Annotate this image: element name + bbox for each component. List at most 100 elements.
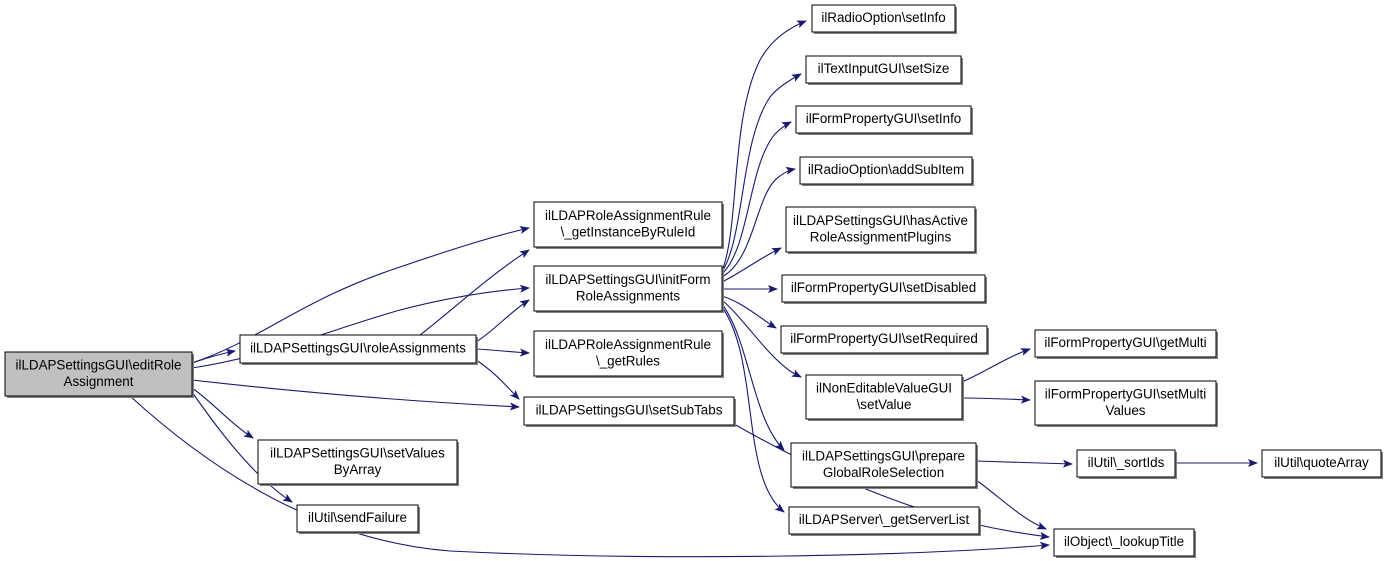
node-box[interactable] — [239, 334, 477, 364]
node-label: ilLDAPSettingsGUI\initForm — [545, 272, 710, 287]
node-sendFailure[interactable]: ilUtil\sendFailure — [296, 504, 420, 534]
node-box[interactable] — [533, 201, 723, 248]
call-edge-prepareGlobalRoleSelection-to-sortIds — [975, 459, 1073, 468]
node-box[interactable] — [799, 156, 973, 185]
edges-layer — [129, 20, 1258, 558]
node-initFormRoleAssignments[interactable]: ilLDAPSettingsGUI\initFormRoleAssignment… — [533, 265, 724, 313]
node-box[interactable] — [1261, 449, 1382, 478]
node-label: ilUtil\sendFailure — [308, 510, 407, 525]
node-label: RoleAssignmentPlugins — [810, 229, 952, 244]
node-box[interactable] — [1076, 449, 1176, 478]
node-box[interactable] — [1034, 329, 1217, 358]
node-prepareGlobalRoleSelection[interactable]: ilLDAPSettingsGUI\prepareGlobalRoleSelec… — [790, 442, 978, 489]
node-setSubTabs[interactable]: ilLDAPSettingsGUI\setSubTabs — [523, 396, 736, 427]
node-getRules[interactable]: ilLDAPRoleAssignmentRule\_getRules — [533, 330, 724, 378]
call-edge-prepareGlobalRoleSelection-to-lookupTitle — [975, 479, 1047, 530]
call-edge-editRoleAssignment-to-setValuesByArray — [191, 387, 254, 439]
node-label: ByArray — [334, 462, 382, 477]
node-addSubItem[interactable]: ilRadioOption\addSubItem — [799, 156, 974, 186]
node-label: \setValue — [857, 397, 912, 412]
node-label: ilFormPropertyGUI\setDisabled — [791, 280, 976, 295]
node-label: RoleAssignments — [576, 288, 681, 303]
node-box[interactable] — [1034, 380, 1217, 426]
node-label: ilObject\_lookupTitle — [1064, 534, 1184, 549]
node-box[interactable] — [1053, 528, 1195, 557]
node-box[interactable] — [296, 504, 419, 533]
node-box[interactable] — [4, 351, 193, 397]
node-box[interactable] — [805, 55, 962, 84]
node-sortIds[interactable]: ilUtil\_sortIds — [1076, 449, 1177, 479]
call-edge-initFormRoleAssignments-to-nonEditableSetValue — [721, 299, 802, 378]
node-label: ilFormPropertyGUI\setMulti — [1045, 386, 1206, 401]
node-box[interactable] — [785, 206, 976, 253]
node-lookupTitle[interactable]: ilObject\_lookupTitle — [1053, 528, 1196, 558]
node-box[interactable] — [811, 4, 956, 33]
node-label: ilLDAPSettingsGUI\hasActive — [793, 213, 968, 228]
node-label: ilFormPropertyGUI\setInfo — [806, 111, 962, 126]
node-label: ilLDAPSettingsGUI\roleAssignments — [250, 341, 466, 356]
node-label: ilLDAPRoleAssignmentRule — [545, 208, 711, 223]
node-nonEditableSetValue[interactable]: ilNonEditableValueGUI \setValue — [805, 374, 964, 421]
node-box[interactable] — [805, 374, 963, 420]
call-edge-initFormRoleAssignments-to-prepareGlobalRoleSelection — [721, 303, 785, 451]
node-label: \_getInstanceByRuleId — [561, 224, 696, 239]
call-edge-initFormRoleAssignments-to-getServerList — [721, 306, 785, 513]
node-getServerList[interactable]: ilLDAPServer\_getServerList — [788, 506, 981, 536]
node-setRequired[interactable]: ilFormPropertyGUI\setRequired — [780, 325, 989, 355]
node-label: ilLDAPSettingsGUI\setSubTabs — [536, 403, 723, 418]
node-box[interactable] — [780, 325, 988, 354]
node-label: ilFormPropertyGUI\setRequired — [790, 331, 978, 346]
node-box[interactable] — [533, 265, 723, 312]
node-label: Assignment — [64, 374, 134, 389]
call-edge-roleAssignments-to-initFormRoleAssignments — [475, 299, 530, 343]
call-edge-roleAssignments-to-getRules — [475, 348, 530, 357]
node-box[interactable] — [795, 105, 972, 134]
node-hasActiveRoleAssignmentPlugins[interactable]: ilLDAPSettingsGUI\hasActiveRoleAssignmen… — [785, 206, 977, 254]
call-edge-initFormRoleAssignments-to-radioSetInfo — [721, 20, 807, 272]
node-box[interactable] — [781, 274, 986, 303]
node-box[interactable] — [523, 396, 735, 426]
call-edge-roleAssignments-to-setSubTabs — [475, 359, 520, 400]
call-edge-nonEditableSetValue-to-getMulti — [961, 348, 1031, 383]
node-getMulti[interactable]: ilFormPropertyGUI\getMulti — [1034, 329, 1218, 359]
node-roleAssignments[interactable]: ilLDAPSettingsGUI\roleAssignments — [239, 334, 478, 365]
call-edge-nonEditableSetValue-to-setMultiValues — [961, 395, 1031, 404]
node-label: ilUtil\quoteArray — [1274, 455, 1369, 470]
call-edge-initFormRoleAssignments-to-formSetInfo — [721, 121, 792, 275]
node-label: ilUtil\_sortIds — [1088, 455, 1165, 470]
node-formSetInfo[interactable]: ilFormPropertyGUI\setInfo — [795, 105, 973, 135]
node-label: Values — [1106, 403, 1146, 418]
node-radioSetInfo[interactable]: ilRadioOption\setInfo — [811, 4, 957, 34]
node-quoteArray[interactable]: ilUtil\quoteArray — [1261, 449, 1383, 479]
node-label: ilLDAPRoleAssignmentRule — [545, 337, 711, 352]
call-edge-editRoleAssignment-to-roleAssignments — [191, 348, 236, 364]
node-box[interactable] — [790, 442, 977, 488]
call-edge-initFormRoleAssignments-to-addSubItem — [721, 166, 796, 278]
node-box[interactable] — [788, 506, 980, 535]
node-label: ilLDAPSettingsGUI\setValues — [270, 445, 445, 460]
node-label: ilRadioOption\addSubItem — [808, 162, 964, 177]
node-label: \_getRules — [596, 353, 660, 368]
node-label: ilLDAPServer\_getServerList — [799, 512, 970, 527]
node-getInstanceByRuleId[interactable]: ilLDAPRoleAssignmentRule\_getInstanceByR… — [533, 201, 724, 249]
node-label: ilTextInputGUI\setSize — [818, 61, 950, 76]
node-textInputSetSize[interactable]: ilTextInputGUI\setSize — [805, 55, 963, 85]
node-label: ilNonEditableValueGUI — [816, 380, 952, 395]
call-edge-initFormRoleAssignments-to-hasActiveRoleAssignmentPlugins — [721, 247, 782, 283]
node-label: ilFormPropertyGUI\getMulti — [1044, 335, 1206, 350]
call-edge-initFormRoleAssignments-to-setRequired — [721, 295, 777, 329]
node-label: ilRadioOption\setInfo — [821, 10, 945, 25]
node-box[interactable] — [533, 330, 723, 377]
call-edge-editRoleAssignment-to-setSubTabs — [191, 379, 520, 411]
node-setDisabled[interactable]: ilFormPropertyGUI\setDisabled — [781, 274, 987, 304]
node-box[interactable] — [257, 439, 458, 485]
node-label: ilLDAPSettingsGUI\prepare — [802, 448, 965, 463]
node-label: GlobalRoleSelection — [823, 465, 944, 480]
call-edge-initFormRoleAssignments-to-textInputSetSize — [721, 73, 802, 273]
